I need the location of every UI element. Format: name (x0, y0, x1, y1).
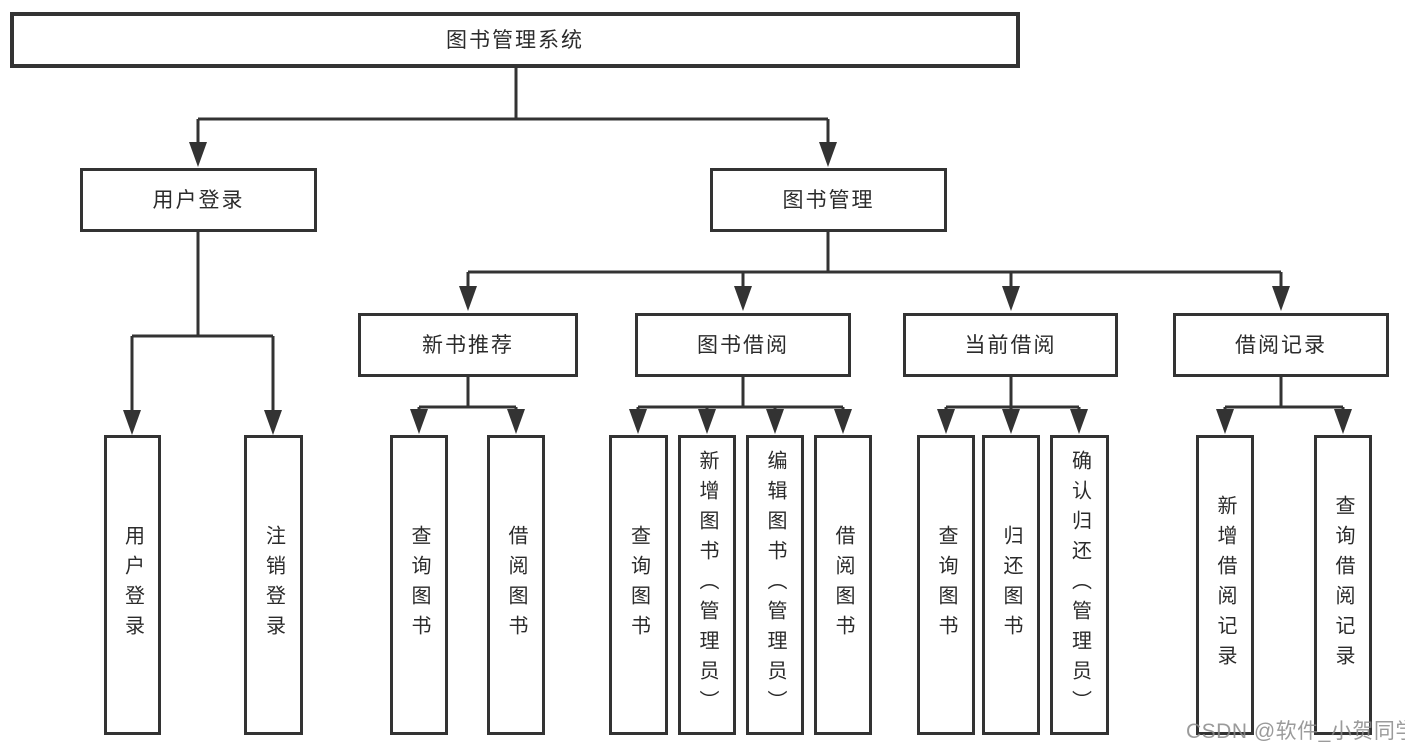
node-root-library-system: 图书管理系统 (10, 12, 1020, 68)
arrow-down-icons (123, 142, 1352, 435)
leaf-user-login: 用户登录 (104, 435, 161, 735)
leaf-add-books-admin: 新增图书（管理员） (678, 435, 736, 735)
leaf-label: 查询借阅记录 (1332, 495, 1354, 675)
leaf-confirm-return-admin: 确认归还（管理员） (1050, 435, 1109, 735)
leaf-borrow-books: 借阅图书 (814, 435, 872, 735)
node-label: 图书借阅 (697, 333, 789, 357)
leaf-label: 借阅图书 (832, 525, 854, 645)
leaf-label: 查询图书 (627, 525, 650, 645)
leaf-label: 查询图书 (935, 525, 957, 645)
leaf-query-books-borrow: 查询图书 (609, 435, 668, 735)
leaf-label: 新增借阅记录 (1214, 495, 1236, 675)
node-current-borrow: 当前借阅 (903, 313, 1118, 377)
node-label: 用户登录 (152, 188, 245, 212)
leaf-label: 借阅图书 (505, 525, 527, 645)
node-label: 图书管理 (782, 188, 875, 212)
csdn-watermark: CSDN @软件_小贺同学 (1186, 720, 1405, 743)
node-new-book-recommend: 新书推荐 (358, 313, 578, 377)
leaf-label: 编辑图书（管理员） (764, 450, 786, 720)
leaf-query-books-recommend: 查询图书 (390, 435, 448, 735)
leaf-return-books: 归还图书 (982, 435, 1040, 735)
node-borrow-records: 借阅记录 (1173, 313, 1389, 377)
node-label: 借阅记录 (1235, 333, 1327, 357)
node-label: 当前借阅 (964, 333, 1057, 357)
node-label: 图书管理系统 (446, 28, 584, 52)
leaf-edit-books-admin: 编辑图书（管理员） (746, 435, 804, 735)
leaf-query-books-current: 查询图书 (917, 435, 975, 735)
leaf-label: 新增图书（管理员） (696, 450, 718, 720)
node-label: 新书推荐 (422, 333, 514, 357)
leaf-label: 注销登录 (262, 525, 285, 645)
node-book-borrow: 图书借阅 (635, 313, 851, 377)
leaf-add-borrow-record: 新增借阅记录 (1196, 435, 1254, 735)
leaf-borrow-books-recommend: 借阅图书 (487, 435, 545, 735)
leaf-label: 用户登录 (121, 525, 144, 645)
leaf-logout: 注销登录 (244, 435, 303, 735)
node-user-login-branch: 用户登录 (80, 168, 317, 232)
leaf-label: 归还图书 (1000, 525, 1022, 645)
leaf-label: 查询图书 (408, 525, 430, 645)
node-book-management-branch: 图书管理 (710, 168, 947, 232)
leaf-query-borrow-record: 查询借阅记录 (1314, 435, 1372, 735)
leaf-label: 确认归还（管理员） (1068, 450, 1091, 720)
